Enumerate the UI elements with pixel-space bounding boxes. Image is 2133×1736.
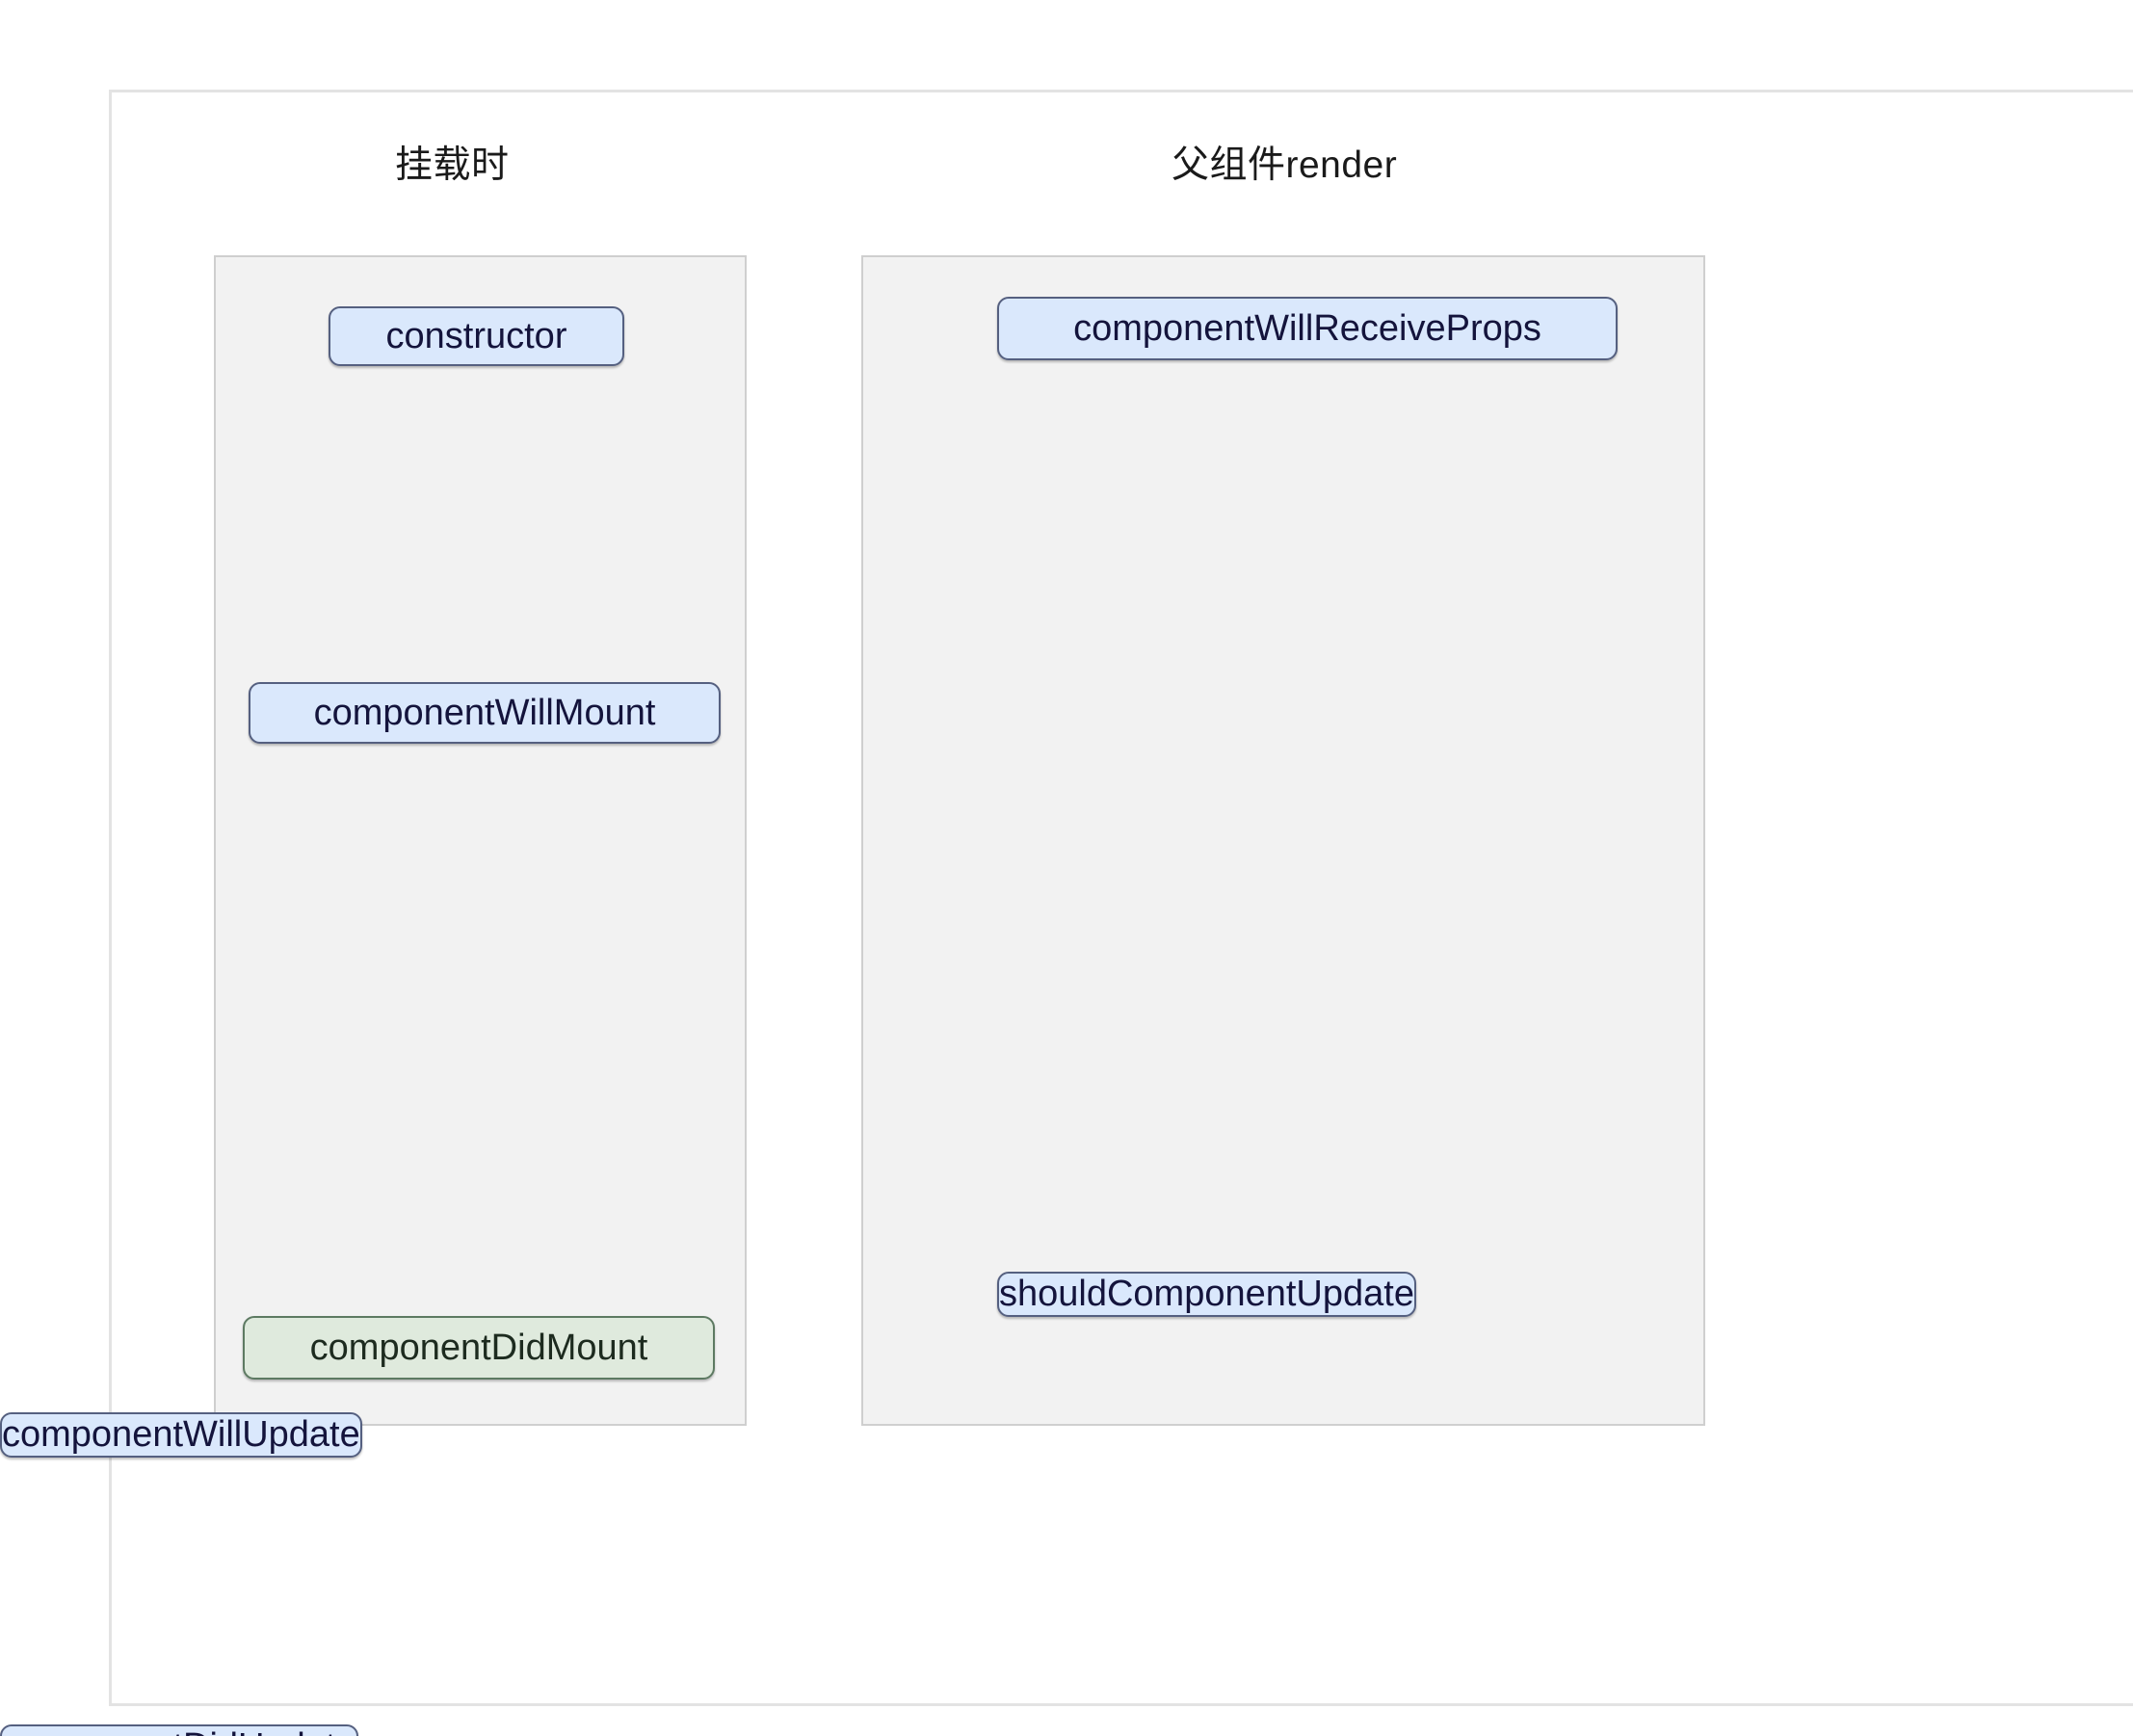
update-phase-title: 父组件render xyxy=(1172,145,1398,186)
node-component-will-receive-props[interactable]: componentWillReceiveProps xyxy=(997,297,1618,360)
node-constructor[interactable]: constructor xyxy=(329,306,624,366)
node-component-will-mount[interactable]: componentWillMount xyxy=(249,682,721,744)
connector-mount-title-to-constructor xyxy=(0,0,2133,92)
mount-phase-panel xyxy=(214,255,747,1426)
update-phase-panel xyxy=(861,255,1705,1426)
node-should-component-update[interactable]: shouldComponentUpdate xyxy=(997,1272,1416,1317)
mount-phase-title: 挂载时 xyxy=(395,145,510,186)
node-component-will-update[interactable]: componentWillUpdate xyxy=(0,1412,362,1458)
node-component-did-mount[interactable]: componentDidMount xyxy=(243,1316,715,1380)
node-component-did-update[interactable]: componentDidUpdate xyxy=(0,1724,358,1736)
